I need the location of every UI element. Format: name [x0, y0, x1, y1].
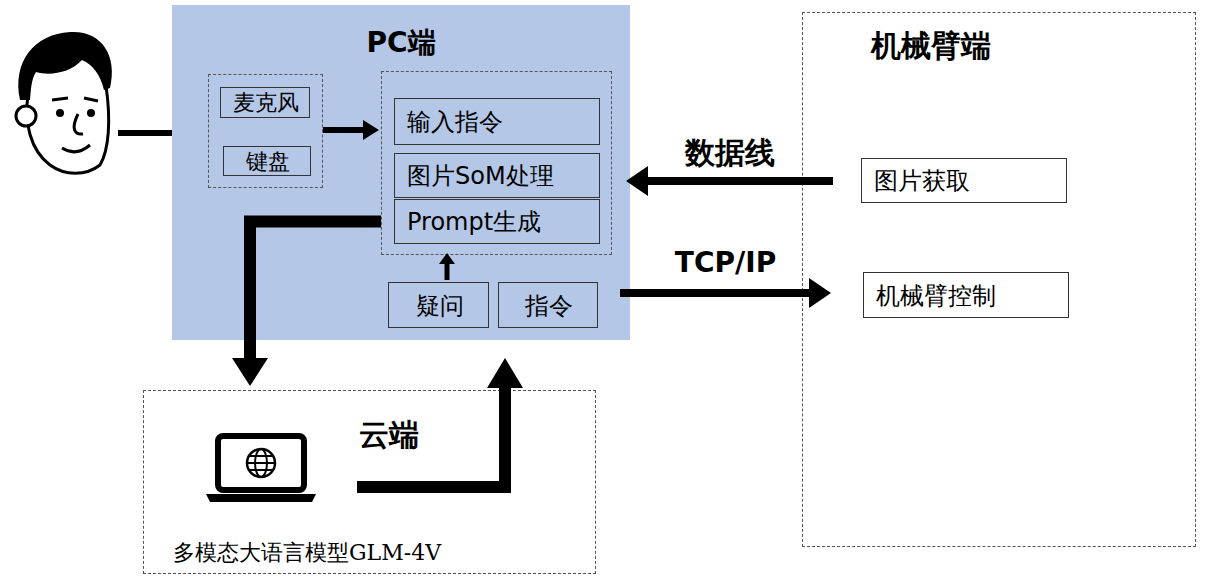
globe-symbol: [247, 449, 275, 477]
flow-arrow: [637, 177, 833, 185]
cloud-panel: 云端多模态大语言模型GLM-4V: [143, 390, 596, 574]
node-label: 机械臂控制: [876, 273, 1066, 319]
face-hair: [18, 32, 112, 100]
face-eye: [87, 109, 95, 117]
node-sublabel: 多模态大语言模型GLM-4V: [173, 537, 593, 569]
processing-group: 输入指令图片SoM处理Prompt生成: [381, 71, 612, 255]
node-label: 图片SoM处理: [407, 154, 597, 199]
node-label: 疑问: [389, 283, 490, 329]
node-label: PC端: [172, 23, 630, 63]
face-nose: [74, 114, 83, 134]
laptop-icon: [206, 436, 316, 502]
node-label: 键盘: [224, 147, 312, 177]
node-label: Prompt生成: [407, 200, 597, 245]
node-label: 图片获取: [874, 159, 1064, 204]
input-device: 键盘: [223, 146, 311, 176]
face-eye: [56, 109, 64, 117]
node-label: 机械臂端: [871, 23, 1091, 67]
edge-label: TCP/IP: [675, 246, 776, 279]
globe-symbol: [247, 456, 275, 470]
node-label: 云端: [359, 413, 499, 455]
process-step: Prompt生成: [394, 199, 600, 244]
arm-module: 图片获取: [861, 158, 1067, 203]
output-type: 指令: [498, 282, 598, 328]
input-device: 麦克风: [220, 87, 310, 118]
flow-arrow: [323, 127, 371, 133]
node-label: 麦克风: [221, 88, 311, 119]
edge-label: 数据线: [685, 133, 775, 174]
process-step: 图片SoM处理: [394, 153, 600, 198]
node-label: 输入指令: [407, 99, 597, 146]
laptop-screen: [218, 436, 304, 490]
laptop-base: [206, 494, 316, 502]
arm-panel: 机械臂端图片获取机械臂控制: [802, 12, 1196, 547]
flow-arrow: [250, 222, 381, 373]
face-mouth: [62, 145, 90, 152]
flow-arrow: [357, 373, 505, 487]
output-type: 疑问: [388, 282, 489, 328]
pc-panel: PC端麦克风键盘输入指令图片SoM处理Prompt生成疑问指令: [172, 5, 630, 340]
node-label: 指令: [499, 283, 599, 329]
arm-module: 机械臂控制: [863, 272, 1069, 318]
input-group: 麦克风键盘: [208, 74, 323, 188]
face-brow: [52, 98, 98, 101]
flow-arrow: [620, 289, 820, 297]
flow-arrow: [445, 259, 450, 281]
face-outline: [27, 86, 109, 173]
face-ear: [16, 106, 36, 126]
person-face: [16, 32, 112, 173]
process-step: 输入指令: [394, 98, 600, 145]
